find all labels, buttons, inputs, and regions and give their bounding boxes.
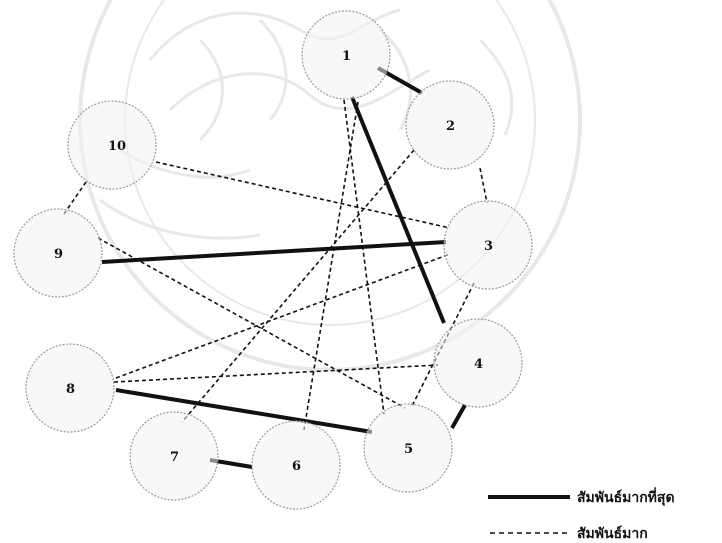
node-label-10: 10 [108, 139, 126, 154]
strongest-edge-1-4 [350, 96, 446, 324]
node-label-7: 7 [170, 450, 179, 465]
node-label-8: 8 [66, 382, 75, 397]
node-circle-5 [363, 403, 453, 493]
node-circle-2 [405, 80, 495, 170]
node-4: 4 [433, 318, 523, 408]
node-label-4: 4 [474, 357, 483, 372]
node-5: 5 [363, 403, 453, 493]
legend-strongest-label: สัมพันธ์มากที่สุด [577, 487, 675, 506]
strong-edge-3-5 [411, 282, 475, 407]
strong-edge-1-6 [303, 101, 359, 431]
node-2: 2 [405, 80, 495, 170]
strong-edges [63, 99, 488, 431]
node-7: 7 [129, 411, 219, 501]
legend-strong-label: สัมพันธ์มาก [577, 525, 648, 542]
node-circle-1 [301, 10, 391, 100]
strong-edge-10-3 [155, 161, 451, 229]
strong-edge-9-5 [97, 237, 406, 409]
node-label-5: 5 [404, 442, 413, 457]
node-10: 10 [67, 100, 157, 190]
node-9: 9 [13, 208, 103, 298]
node-label-2: 2 [446, 119, 455, 134]
node-label-3: 3 [484, 239, 493, 254]
strong-edge-10-9 [63, 181, 87, 215]
node-circle-6 [251, 420, 341, 510]
node-6: 6 [251, 420, 341, 510]
node-8: 8 [25, 343, 115, 433]
strong-edge-2-3 [479, 167, 488, 204]
node-circle-7 [129, 411, 219, 501]
node-circle-8 [25, 343, 115, 433]
strongest-edges [101, 66, 467, 469]
node-circle-3 [443, 200, 533, 290]
strongest-edge-4-5 [450, 404, 467, 429]
node-1: 1 [301, 10, 391, 100]
nodes: 1 2 3 4 5 6 7 8 9 10 [13, 10, 533, 510]
node-label-9: 9 [54, 247, 63, 262]
strongest-edge-8-5 [115, 388, 373, 434]
node-circle-4 [433, 318, 523, 408]
node-3: 3 [443, 200, 533, 290]
strong-edge-1-5 [343, 99, 385, 415]
strong-edge-8-3 [115, 253, 451, 379]
node-label-6: 6 [292, 459, 301, 474]
legend: สัมพันธ์มากที่สุด สัมพันธ์มาก [488, 487, 675, 542]
node-label-1: 1 [342, 49, 351, 64]
strong-edge-8-4 [113, 364, 439, 383]
node-circle-10 [67, 100, 157, 190]
node-circle-9 [13, 208, 103, 298]
strongest-edge-9-3 [101, 240, 447, 264]
